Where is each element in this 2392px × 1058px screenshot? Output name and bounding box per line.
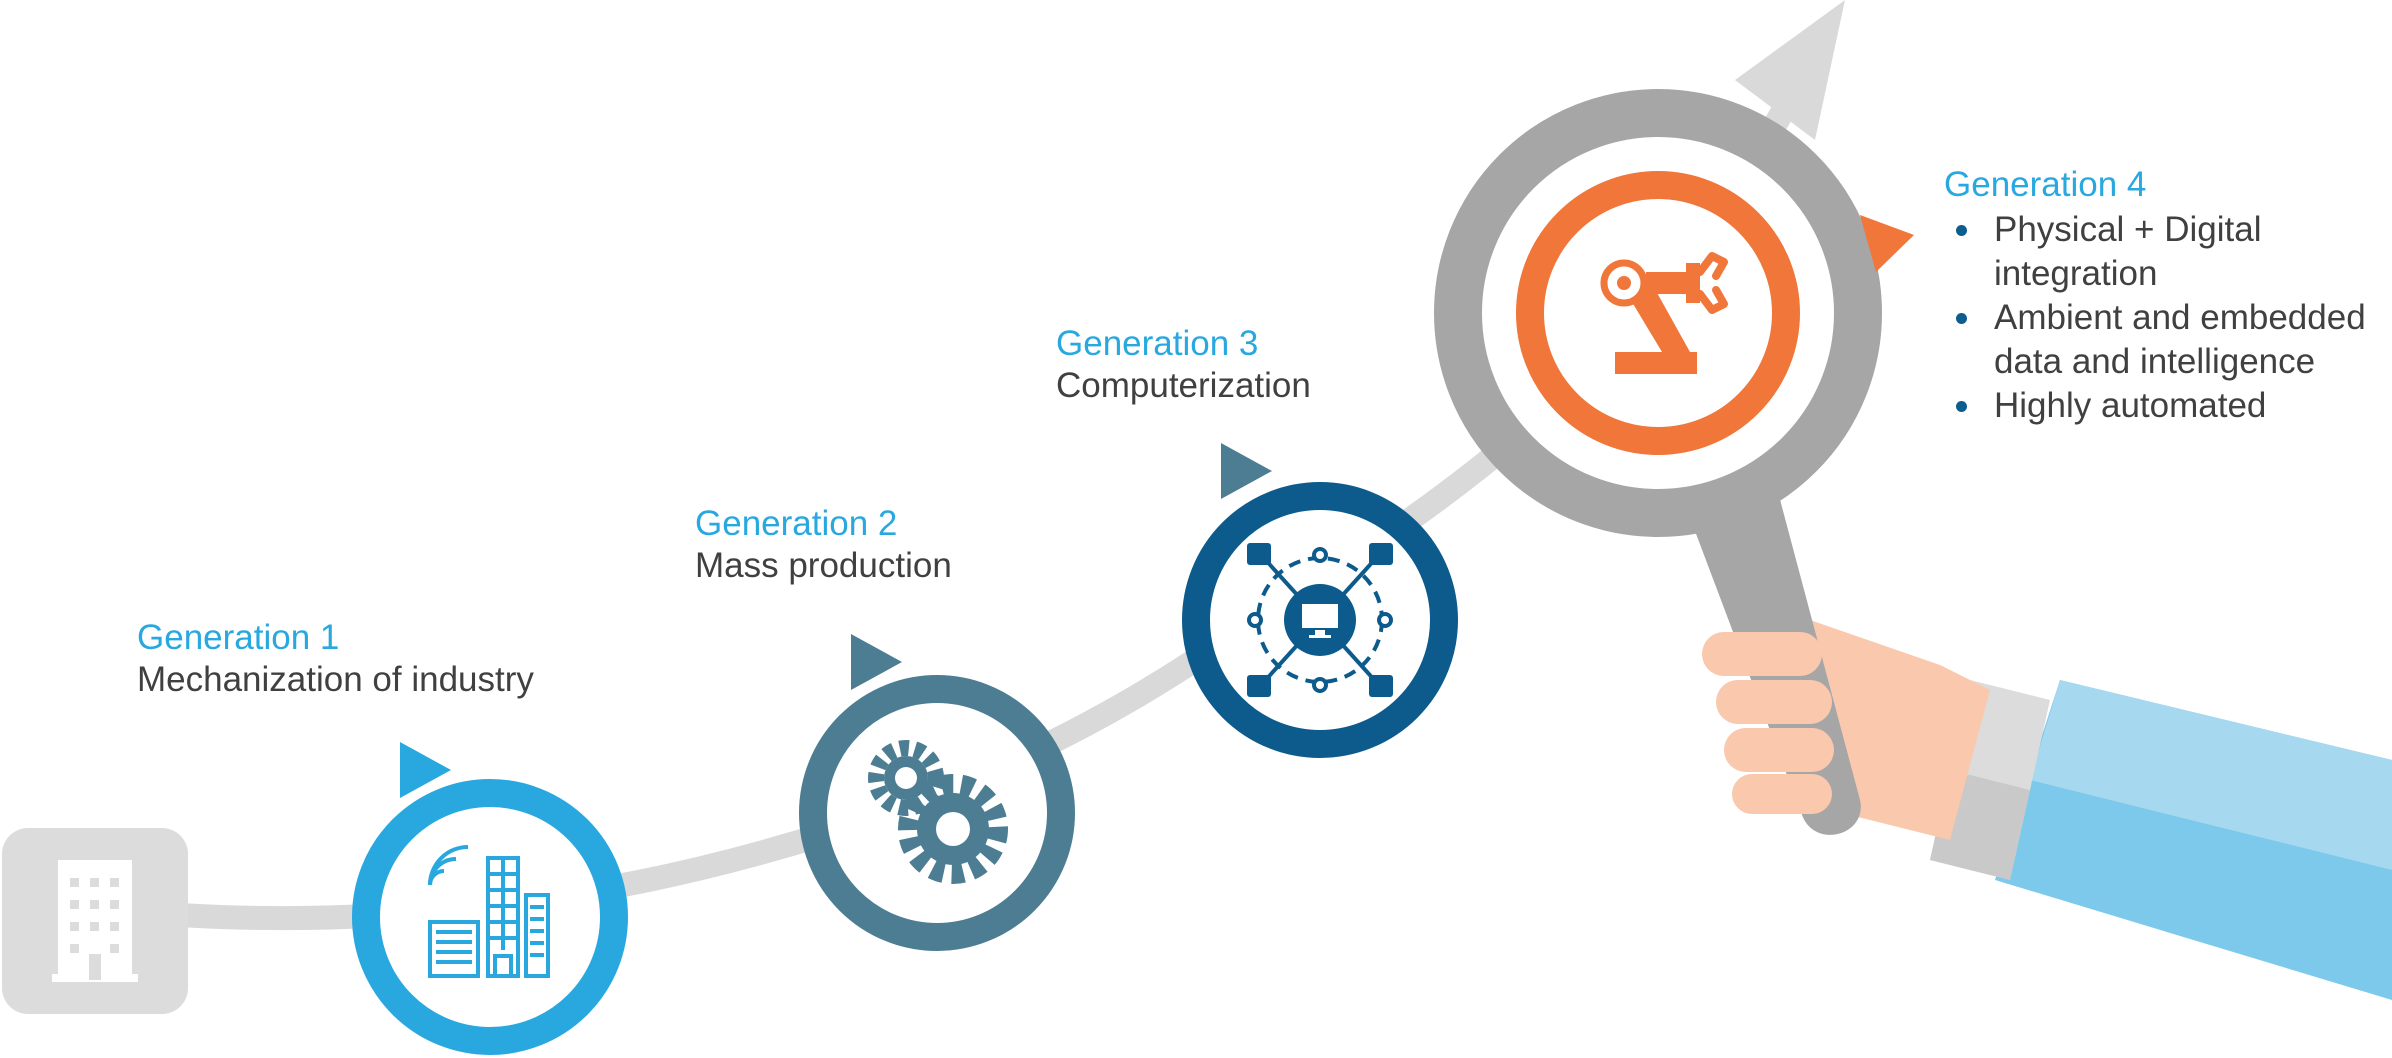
office-building-icon	[2, 828, 188, 1014]
hand-holding-magnifier	[1755, 535, 2392, 1000]
smart-city-icon	[428, 845, 550, 978]
generation-2-label: Generation 2 Mass production	[695, 503, 952, 587]
generation-3-pointer	[1221, 443, 1272, 499]
hand-fingers	[1702, 632, 1834, 814]
generation-3-label: Generation 3 Computerization	[1056, 323, 1311, 407]
generation-1-label: Generation 1 Mechanization of industry	[137, 617, 534, 701]
growth-arrow-head	[1735, 0, 1845, 140]
robot-arm-icon	[1600, 252, 1728, 374]
generation-1-title: Generation 1	[137, 618, 340, 657]
gears-icon	[868, 740, 1008, 884]
generation-3-node	[1182, 443, 1458, 758]
generation-4-node	[1434, 89, 1914, 835]
generation-2-description: Mass production	[695, 546, 952, 585]
generation-2-node	[799, 634, 1075, 951]
generation-3-description: Computerization	[1056, 366, 1311, 405]
generation-2-pointer	[851, 634, 902, 690]
bullet-item: Highly automated	[1944, 384, 2366, 428]
generation-4-title: Generation 4	[1944, 165, 2147, 204]
generation-4-pointer	[1860, 215, 1914, 272]
generation-1-description: Mechanization of industry	[137, 660, 534, 699]
generation-1-pointer	[400, 742, 451, 798]
generation-3-title: Generation 3	[1056, 324, 1259, 363]
generation-2-title: Generation 2	[695, 504, 898, 543]
generation-1-node	[352, 742, 628, 1055]
